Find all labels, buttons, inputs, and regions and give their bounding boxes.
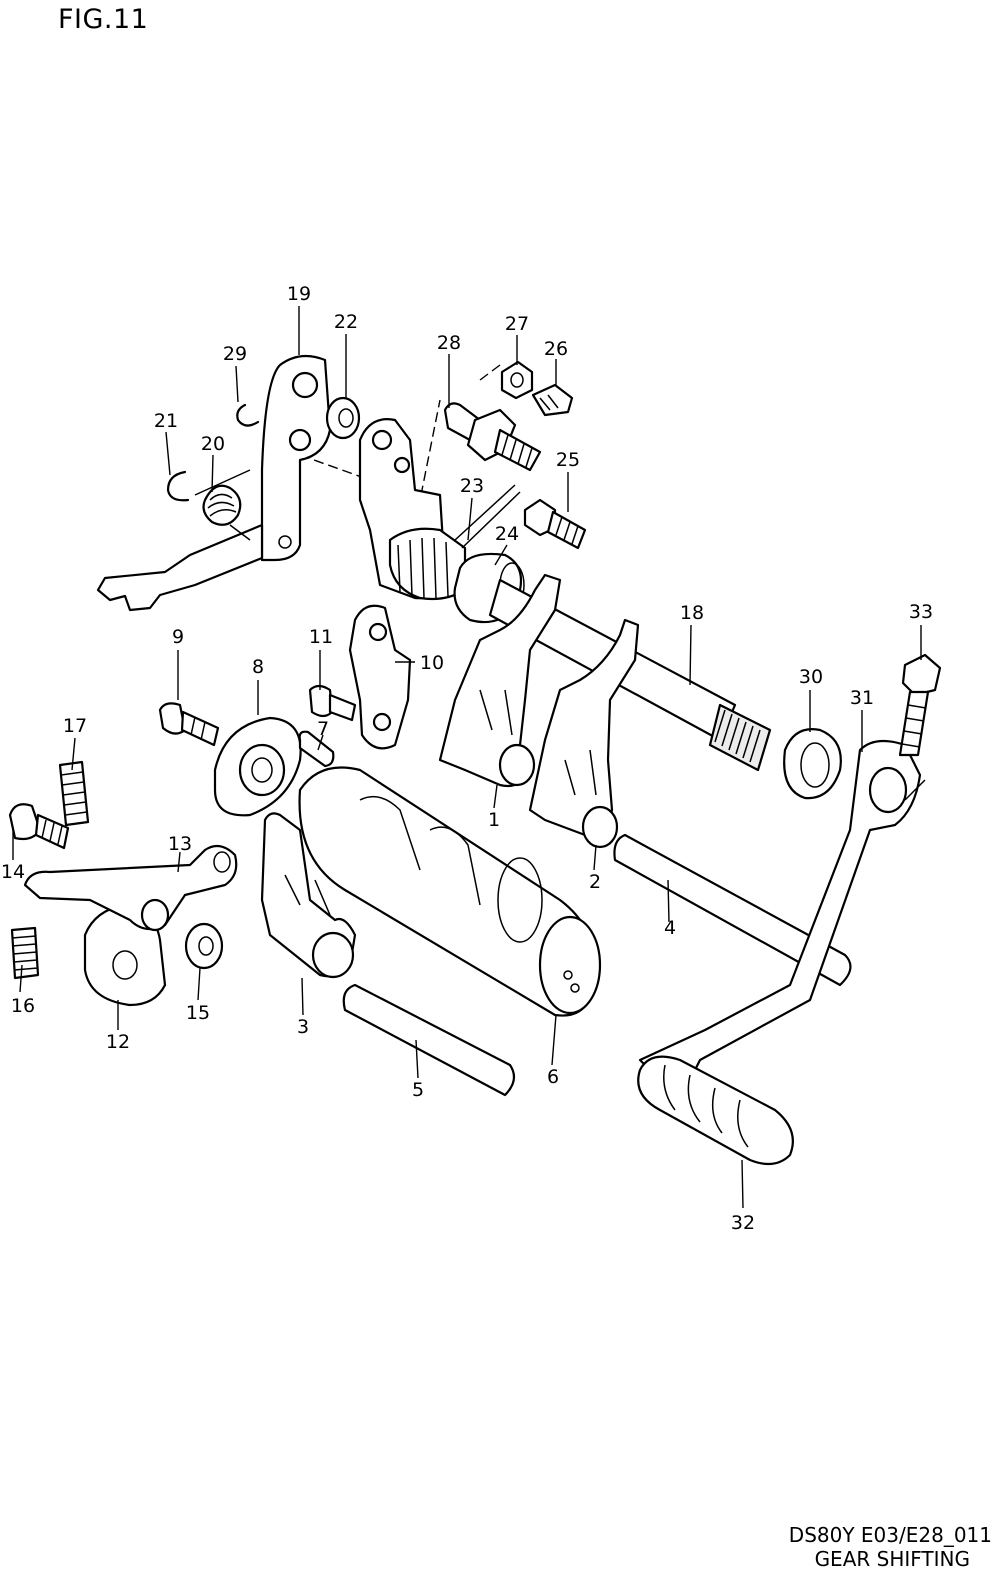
part-27-nut — [500, 360, 534, 400]
part-22-washer — [325, 396, 361, 440]
part-8-cam-plate — [213, 716, 302, 817]
part-29-clip — [236, 403, 260, 427]
part-19-shift-arm — [96, 354, 332, 612]
callout-leader-lines — [12, 306, 922, 1209]
callout-24: 24 — [495, 523, 519, 545]
axis-dashed-line — [479, 364, 501, 381]
callout-30: 30 — [799, 666, 823, 688]
part-21-circlip — [166, 470, 190, 502]
part-7-pin — [298, 730, 335, 768]
callout-14: 14 — [1, 861, 25, 883]
callout-6: 6 — [547, 1066, 559, 1088]
callout-33: 33 — [909, 601, 933, 623]
callout-32: 32 — [731, 1212, 755, 1234]
callout-22: 22 — [334, 311, 358, 333]
axis-dashed-line — [299, 454, 371, 481]
callout-19: 19 — [287, 283, 311, 305]
part-14-bolt — [8, 803, 70, 850]
callout-23: 23 — [460, 475, 484, 497]
part-6-shift-cam-drum — [298, 766, 602, 1017]
part-31-gearshift-lever — [638, 739, 926, 1082]
callout-4: 4 — [664, 917, 676, 939]
callout-16: 16 — [11, 995, 35, 1017]
part-13-stopper-lever — [23, 844, 238, 932]
callout-21: 21 — [154, 410, 178, 432]
part-23-shift-cam-assembly — [358, 418, 521, 601]
figure-title: FIG.11 — [58, 4, 149, 35]
part-20-spring — [194, 469, 251, 541]
part-33-bolt — [898, 653, 942, 757]
callout-1: 1 — [488, 809, 500, 831]
part-32-footrest-rubber — [637, 1055, 794, 1166]
callout-17: 17 — [63, 715, 87, 737]
part-16-spring — [10, 926, 40, 980]
part-25-bolt — [523, 498, 587, 550]
callout-15: 15 — [186, 1002, 210, 1024]
callout-7: 7 — [317, 718, 329, 740]
callout-5: 5 — [412, 1079, 424, 1101]
part-2-shift-fork — [528, 618, 640, 849]
callout-25: 25 — [556, 449, 580, 471]
callout-2: 2 — [589, 871, 601, 893]
part-4-fork-shaft — [613, 833, 852, 987]
part-11-screw — [308, 684, 357, 722]
callout-28: 28 — [437, 332, 461, 354]
callout-20: 20 — [201, 433, 225, 455]
part-9-screw — [158, 702, 220, 747]
callout-12: 12 — [106, 1031, 130, 1053]
part-15-washer — [184, 922, 224, 970]
part-3-shift-fork — [260, 812, 357, 979]
part-17-spring — [58, 760, 90, 827]
callout-9: 9 — [172, 626, 184, 648]
diagram-caption: GEAR SHIFTING — [814, 1547, 970, 1571]
callout-26: 26 — [544, 338, 568, 360]
callout-11: 11 — [309, 626, 333, 648]
callout-10: 10 — [420, 652, 444, 674]
part-5-fork-shaft — [342, 983, 516, 1097]
callout-3: 3 — [297, 1016, 309, 1038]
callout-8: 8 — [252, 656, 264, 678]
callout-18: 18 — [680, 602, 704, 624]
part-10-stopper-plate — [348, 604, 412, 750]
callout-labels: 19 22 29 21 20 28 27 26 25 23 24 18 30 3… — [1, 283, 933, 1234]
part-28-stopper-bolt — [443, 402, 542, 472]
part-1-shift-fork — [438, 573, 562, 788]
part-26-bolt — [531, 383, 574, 417]
callout-29: 29 — [223, 343, 247, 365]
callout-13: 13 — [168, 833, 192, 855]
part-30-oil-seal — [783, 728, 842, 800]
callout-27: 27 — [505, 313, 529, 335]
diagram-code: DS80Y E03/E28_011 — [788, 1523, 992, 1547]
callout-31: 31 — [850, 687, 874, 709]
